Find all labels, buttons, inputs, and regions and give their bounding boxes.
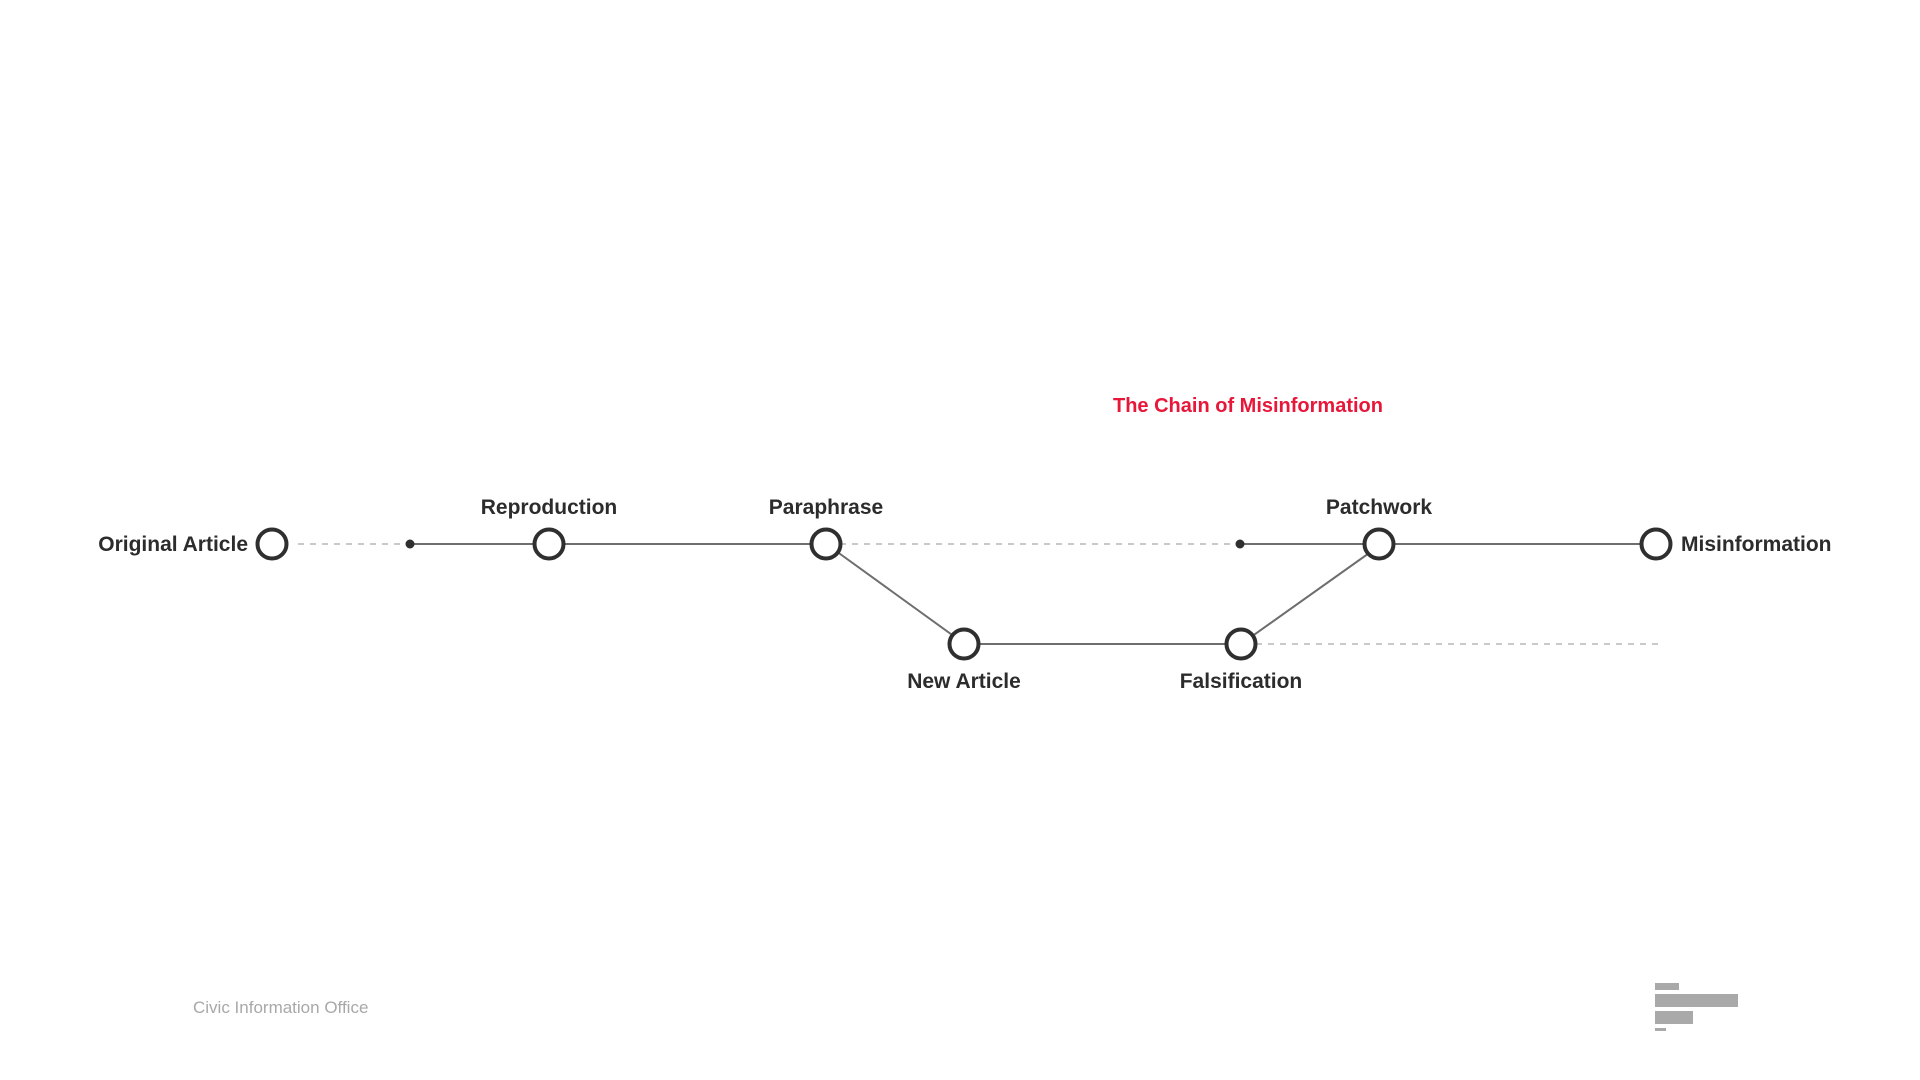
label-paraphrase: Paraphrase (769, 496, 883, 519)
logo-bar-2 (1655, 994, 1738, 1007)
link-paraphrase-to-new-article (835, 550, 956, 638)
diagram-links (298, 543, 1660, 645)
label-reproduction: Reproduction (481, 496, 618, 519)
node-patchwork (1362, 527, 1396, 561)
node-falsification (1224, 627, 1258, 661)
diagram-labels: Original Article Reproduction Paraphrase… (98, 496, 1831, 693)
junction-dot-right (1235, 539, 1245, 549)
logo-bar-3 (1655, 1011, 1693, 1024)
node-paraphrase (809, 527, 843, 561)
junction-dot-left (405, 539, 415, 549)
label-falsification: Falsification (1180, 670, 1303, 693)
label-new-article: New Article (907, 670, 1021, 693)
node-new-article (947, 627, 981, 661)
label-misinformation: Misinformation (1681, 533, 1832, 556)
logo-bar-1 (1655, 983, 1679, 990)
node-original-article (255, 527, 289, 561)
diagram-nodes (255, 527, 1673, 661)
node-misinformation (1639, 527, 1673, 561)
footer-organization: Civic Information Office (193, 998, 368, 1017)
label-patchwork: Patchwork (1326, 496, 1433, 519)
bar-chart-logo-icon (1655, 983, 1738, 1031)
label-original-article: Original Article (98, 533, 248, 556)
node-reproduction (532, 527, 566, 561)
diagram-title: The Chain of Misinformation (1113, 395, 1383, 417)
link-falsification-to-patchwork (1250, 550, 1373, 638)
logo-bar-4 (1655, 1028, 1666, 1031)
